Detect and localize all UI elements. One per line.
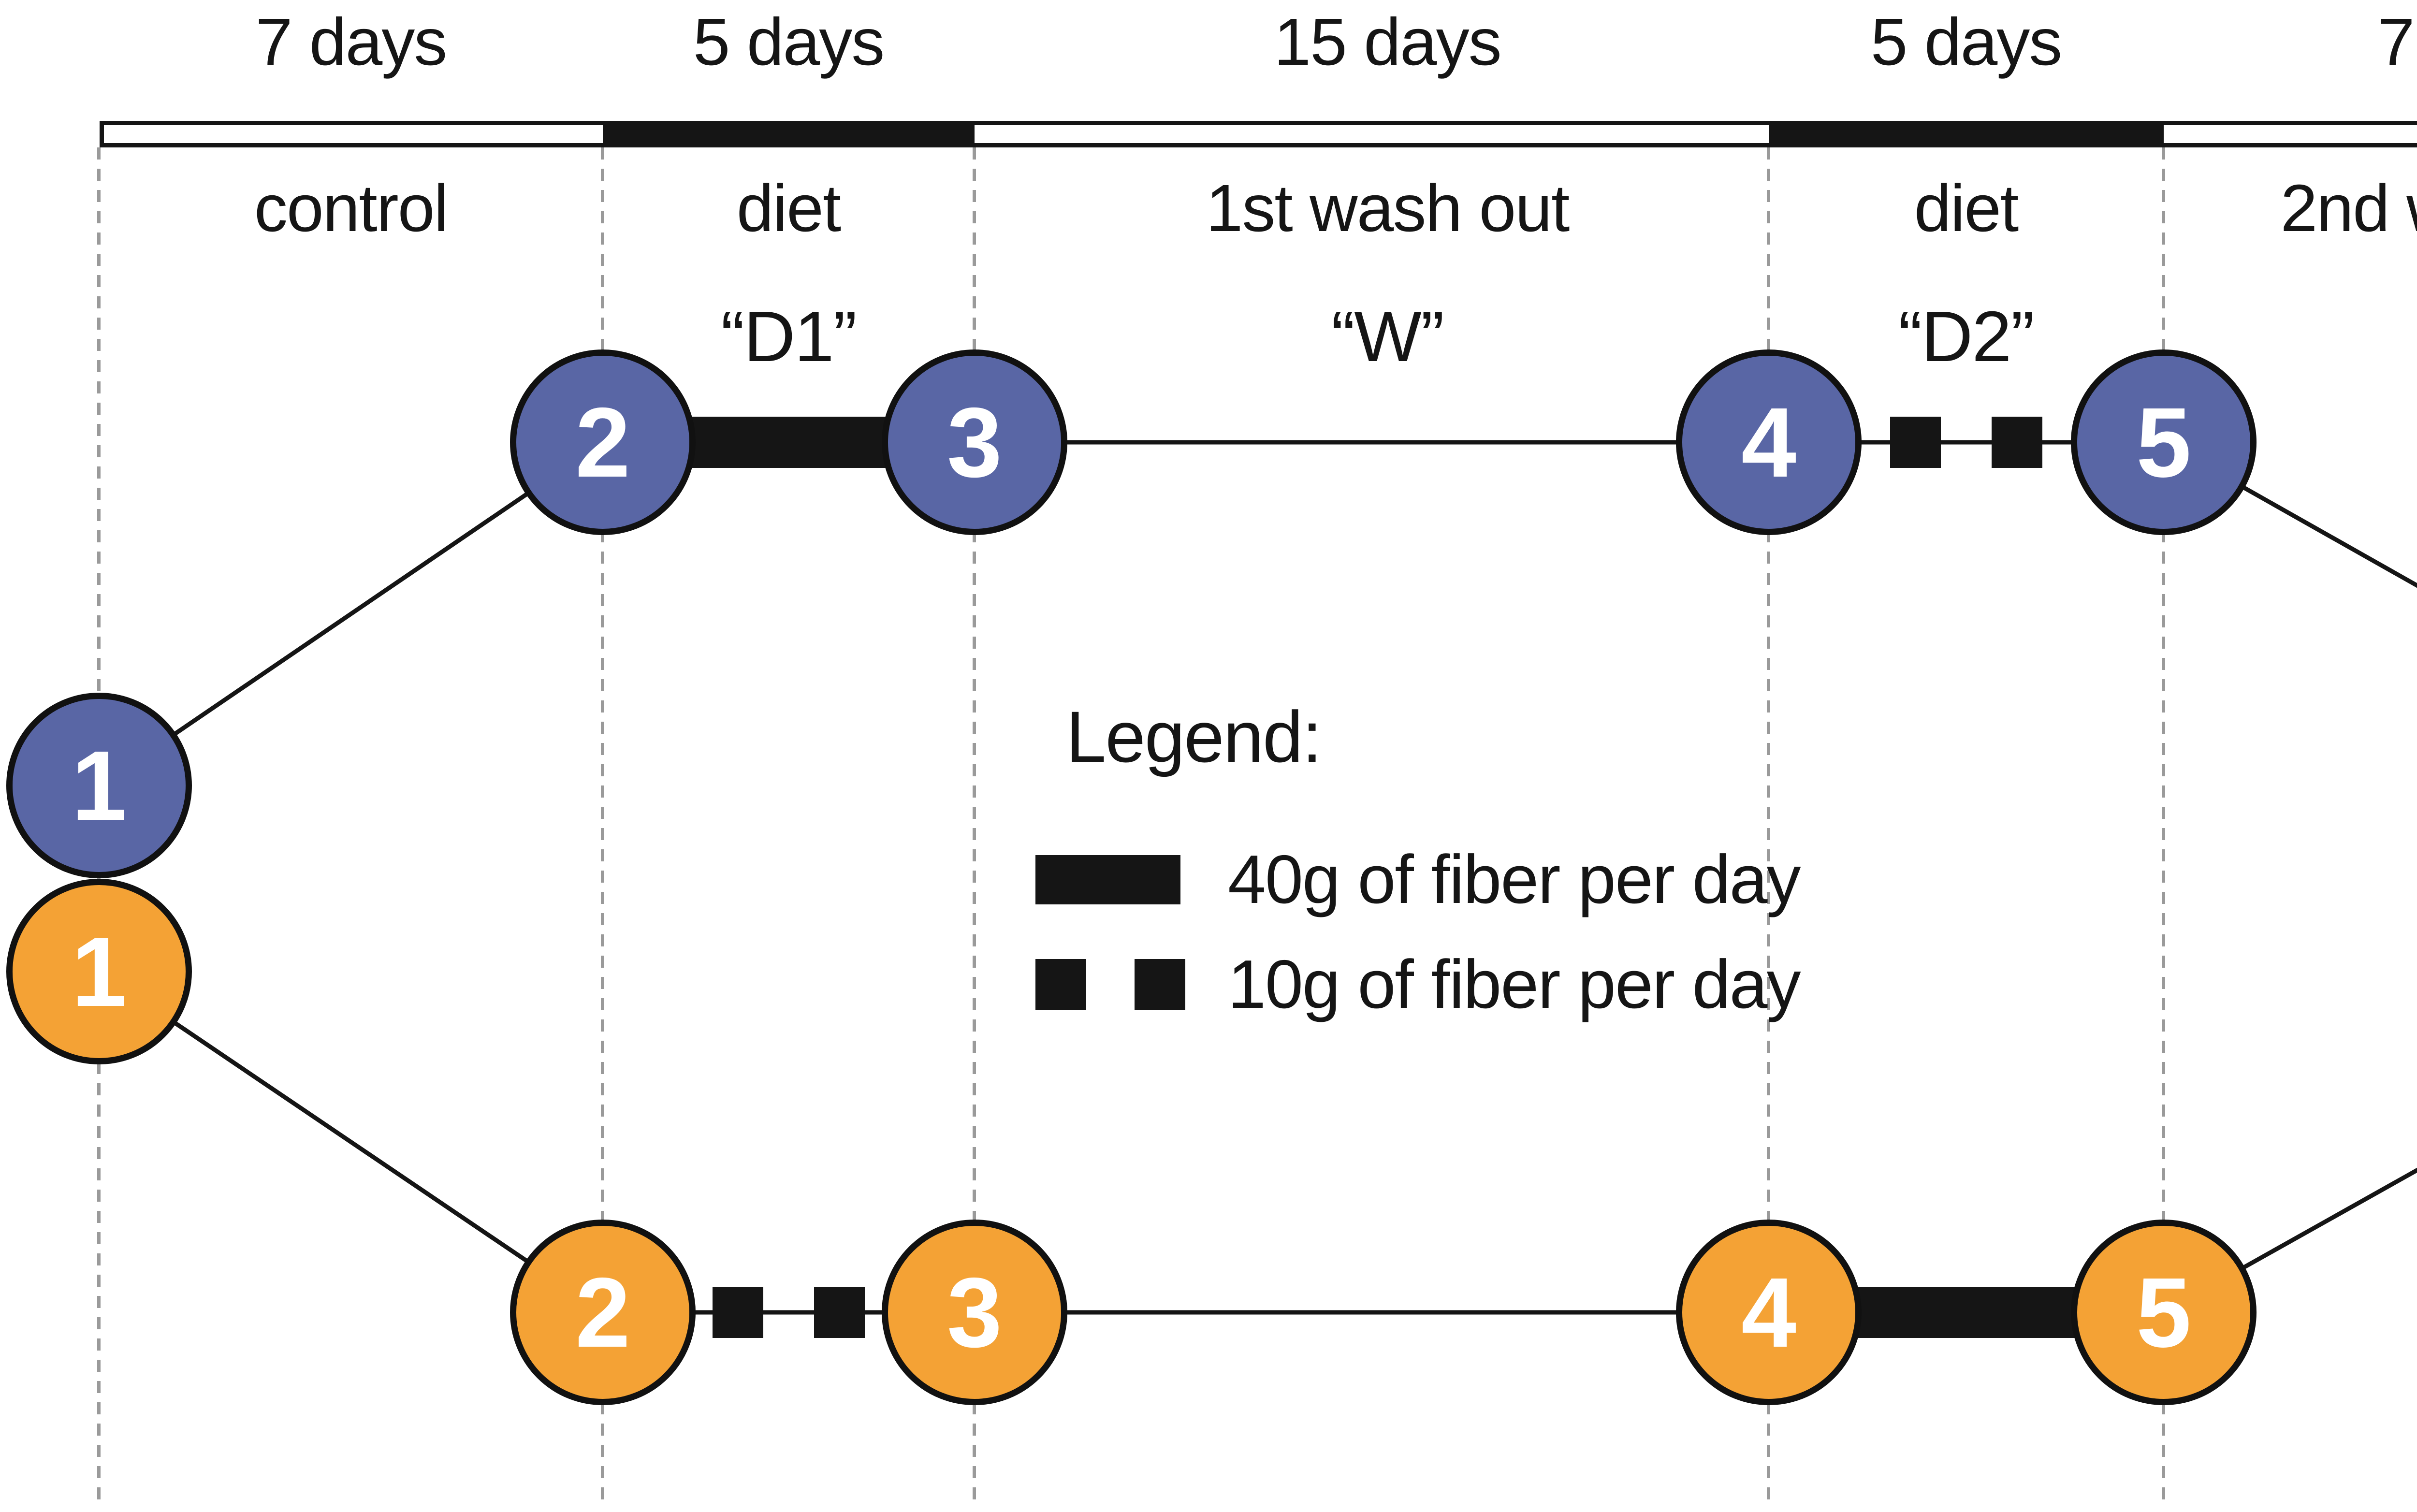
visit-node-orange-5: 5 [2071,1220,2257,1405]
phase-boundary-line [1767,147,1770,1507]
duration-label: 7 days [255,5,448,79]
bar-10g-square [1890,417,1941,468]
visit-node-blue-3: 3 [882,349,1067,535]
visit-node-blue-4: 4 [1676,349,1862,535]
period-code-d1: “D1” [721,297,857,377]
legend-label-40g: 40g of fiber per day [1228,841,1801,918]
period-code-w: “W” [1331,297,1444,377]
phase-label: 1st wash out [1206,171,1570,246]
connector-line [2162,1167,2417,1314]
bar-10g-square [814,1287,865,1338]
visit-number: 3 [946,1257,1002,1368]
phase-boundary-line [2162,147,2165,1507]
duration-label: 5 days [693,5,885,79]
legend-title: Legend: [1066,696,1322,777]
timeline-bar [100,121,2417,147]
legend-swatch-40g-bar-icon [1035,855,1180,904]
duration-label: 7 days [2377,5,2417,79]
visit-number: 4 [1741,1257,1796,1368]
visit-number: 2 [575,387,630,498]
legend-item-40g: 40g of fiber per day [1035,841,1801,918]
visit-node-blue-1: 1 [6,693,192,878]
visit-node-orange-1: 1 [6,879,192,1064]
phase-label: 2nd wash out [2280,171,2417,246]
period-code-d2: “D2” [1898,297,2035,377]
legend-swatch-gap [1086,959,1135,1010]
visit-node-orange-3: 3 [882,1220,1067,1405]
phase-boundary-line [973,147,976,1507]
visit-number: 5 [2136,387,2191,498]
phase-label: diet [736,171,841,246]
visit-number: 3 [946,387,1002,498]
diet-segment-2 [1769,121,2164,147]
visit-number: 4 [1741,387,1796,498]
phase-label: diet [1914,171,2019,246]
legend-label-10g: 10g of fiber per day [1228,945,1801,1023]
visit-node-orange-2: 2 [510,1220,696,1405]
legend-item-10g: 10g of fiber per day [1035,946,1801,1023]
phase-label: control [254,171,449,246]
visit-number: 5 [2136,1257,2191,1368]
visit-node-blue-5: 5 [2071,349,2257,535]
connector-line [98,970,604,1314]
phase-boundary-line [601,147,604,1507]
duration-label: 15 days [1274,5,1501,79]
bar-10g-square [713,1287,763,1338]
diet-segment-1 [603,121,975,147]
bar-10g-square [1992,417,2042,468]
visit-number: 2 [575,1257,630,1368]
visit-node-orange-4: 4 [1676,1220,1862,1405]
visit-number: 1 [71,916,127,1027]
duration-label: 5 days [1870,5,2063,79]
bar-40g-bottom-arm [1837,1287,2093,1338]
connector-line [2162,440,2417,588]
visit-node-blue-2: 2 [510,349,696,535]
visit-number: 1 [71,730,127,841]
connector-line [98,440,604,787]
bar-40g-top-arm [672,417,909,468]
legend-swatch-10g-square-icon [1035,959,1086,1010]
legend-swatch-10g-square-icon [1135,959,1185,1010]
